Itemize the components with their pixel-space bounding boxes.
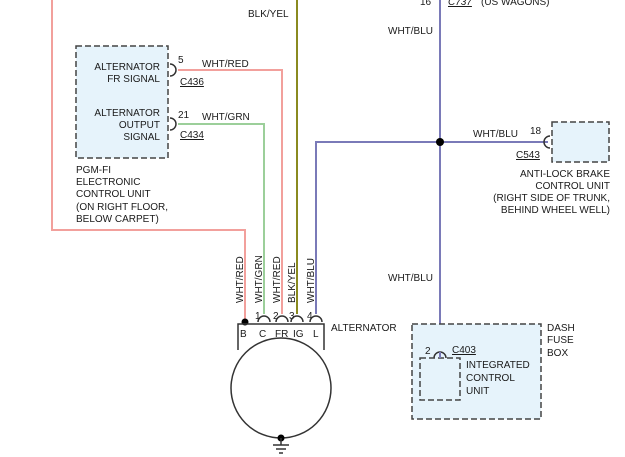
alt-pin-2: 2 (273, 311, 279, 322)
abs-desc-4: BEHIND WHEEL WELL) (501, 205, 610, 216)
icu-label-2: CONTROL (466, 373, 515, 384)
alt-connector-4 (309, 315, 323, 323)
alt-connector-3 (290, 315, 304, 323)
wire-wht-grn-c (178, 123, 265, 314)
abs-connector (543, 135, 551, 149)
pgm-fi-desc-5: BELOW CARPET) (76, 214, 159, 225)
wht-blu-top-label: WHT/BLU (388, 26, 433, 37)
alt-terminal-ig: IG (293, 329, 304, 340)
wire-wht-blu-l (315, 141, 440, 314)
output-signal-label-1: ALTERNATOR (94, 108, 160, 119)
output-signal-label-3: SIGNAL (123, 132, 160, 143)
pgm-fi-module-box (75, 45, 169, 159)
splice-point (436, 138, 444, 146)
pgm-fi-c436: C436 (180, 77, 204, 88)
wire-wht-red-fr (178, 69, 283, 314)
alt-wire-label-l: WHT/BLU (306, 258, 317, 303)
dash-fuse-box-title-3: BOX (547, 348, 568, 359)
alternator-header (237, 323, 325, 350)
top-connector-note: (US WAGONS) (481, 0, 550, 8)
abs-desc-3: (RIGHT SIDE OF TRUNK, (493, 193, 610, 204)
icu-box (419, 357, 461, 401)
wht-blu-mid-label: WHT/BLU (388, 273, 433, 284)
alt-wire-label-c: WHT/GRN (254, 255, 265, 303)
icu-label-1: INTEGRATED (466, 360, 530, 371)
abs-wire-label: WHT/BLU (473, 129, 518, 140)
pgm-fi-pin5-connector (169, 63, 177, 77)
abs-desc-2: CONTROL UNIT (535, 181, 610, 192)
icu-label-3: UNIT (466, 386, 489, 397)
pgm-fi-pin5: 5 (178, 55, 184, 66)
pgm-fi-desc-2: ELECTRONIC (76, 177, 140, 188)
pgm-fi-pin21: 21 (178, 110, 190, 121)
dash-fuse-box-c403: C403 (452, 345, 476, 356)
alt-terminal-fr: FR (275, 329, 288, 340)
pgm-fi-desc-4: (ON RIGHT FLOOR, (76, 202, 168, 213)
wire-wht-red-b (51, 0, 246, 322)
abs-desc-1: ANTI-LOCK BRAKE (520, 169, 610, 180)
alt-terminal-c: C (259, 329, 266, 340)
alt-wire-label-b: WHT/RED (235, 256, 246, 303)
fr-signal-label-2: FR SIGNAL (107, 74, 160, 85)
alternator-body (230, 337, 332, 439)
abs-module-box (551, 121, 610, 163)
pgm-fi-wire-wht-red: WHT/RED (202, 59, 249, 70)
pgm-fi-c434: C434 (180, 130, 204, 141)
alt-terminal-l: L (313, 329, 319, 340)
abs-pin: 18 (530, 126, 542, 137)
alt-connector-1 (257, 315, 271, 323)
alternator-title: ALTERNATOR (331, 323, 397, 334)
pgm-fi-pin21-connector (169, 117, 177, 131)
top-connector-name: C737 (448, 0, 472, 8)
alt-wire-label-fr: WHT/RED (272, 256, 283, 303)
abs-c543: C543 (516, 150, 540, 161)
ground-icon (273, 438, 289, 454)
pgm-fi-desc-3: CONTROL UNIT (76, 189, 151, 200)
dash-fuse-box-title-2: FUSE (547, 335, 574, 346)
alt-terminal-b: B (240, 329, 247, 340)
alt-pin-4: 4 (307, 311, 313, 322)
fr-signal-label-1: ALTERNATOR (94, 62, 160, 73)
dash-fuse-box-title-1: DASH (547, 323, 575, 334)
pgm-fi-desc-1: PGM-FI (76, 165, 111, 176)
alt-wire-label-ig: BLK/YEL (287, 262, 298, 303)
output-signal-label-2: OUTPUT (119, 120, 160, 131)
top-connector-pin: 16 (420, 0, 432, 8)
alt-pin-1: 1 (255, 311, 261, 322)
dash-fuse-box-pin: 2 (425, 346, 431, 357)
blk-yel-top-label: BLK/YEL (248, 9, 289, 20)
alt-connector-2 (275, 315, 289, 323)
alt-pin-3: 3 (289, 311, 295, 322)
pgm-fi-wire-wht-grn: WHT/GRN (202, 112, 250, 123)
